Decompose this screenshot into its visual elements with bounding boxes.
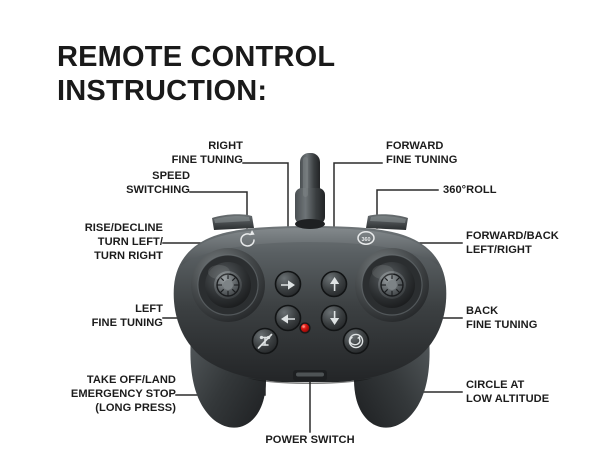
controller-body: 360 — [173, 153, 447, 428]
arrow-left-icon — [281, 314, 295, 324]
arrow-down-icon — [330, 311, 340, 325]
shoulder-button-left[interactable] — [212, 214, 254, 230]
take-off-land-button[interactable] — [251, 327, 279, 355]
status-led — [299, 322, 311, 334]
page-title-line-1: REMOTE CONTROL — [57, 41, 336, 73]
speed-switching-icon — [240, 230, 255, 247]
callout-rise-decline: RISE/DECLINE TURN LEFT/ TURN RIGHT — [84, 222, 163, 262]
page-title-line-2: INSTRUCTION: — [57, 75, 268, 108]
arrow-up-icon — [330, 277, 340, 291]
right-joystick[interactable] — [355, 248, 429, 322]
callout-circle-low-altitude: CIRCLE AT LOW ALTITUDE — [466, 379, 550, 405]
shoulder-button-right[interactable] — [366, 214, 408, 230]
callout-back-fine-tuning: BACK FINE TUNING — [466, 305, 538, 331]
svg-text:360: 360 — [362, 237, 371, 243]
callout-forward-back: FORWARD/BACK LEFT/RIGHT — [466, 230, 559, 256]
callout-forward-fine-tuning: FORWARD FINE TUNING — [386, 140, 458, 166]
callout-left-fine-tuning: LEFT FINE TUNING — [91, 303, 163, 329]
page-title: REMOTE CONTROL INSTRUCTION: — [57, 40, 477, 108]
left-joystick[interactable] — [191, 248, 265, 322]
trim-left-button[interactable] — [274, 304, 302, 332]
orbit-icon — [348, 333, 364, 349]
trim-forward-button[interactable] — [320, 270, 348, 298]
callout-power-switch: POWER SWITCH — [265, 434, 355, 446]
circle-low-altitude-button[interactable] — [342, 327, 370, 355]
callout-360-roll: 360°ROLL — [443, 184, 497, 196]
shell-bottom-shadow — [248, 378, 372, 384]
roll-360-icon: 360 — [357, 231, 375, 245]
antenna — [295, 153, 325, 229]
callout-take-off-land: TAKE OFF/LAND EMERGENCY STOP (LONG PRESS… — [70, 374, 176, 414]
callout-right-fine-tuning: RIGHT FINE TUNING — [171, 140, 243, 166]
power-switch[interactable] — [293, 370, 327, 381]
trim-back-button[interactable] — [320, 304, 348, 332]
callout-speed-switching: SPEED SWITCHING — [126, 170, 190, 196]
trim-right-button[interactable] — [274, 270, 302, 298]
arrow-right-icon — [281, 280, 295, 290]
